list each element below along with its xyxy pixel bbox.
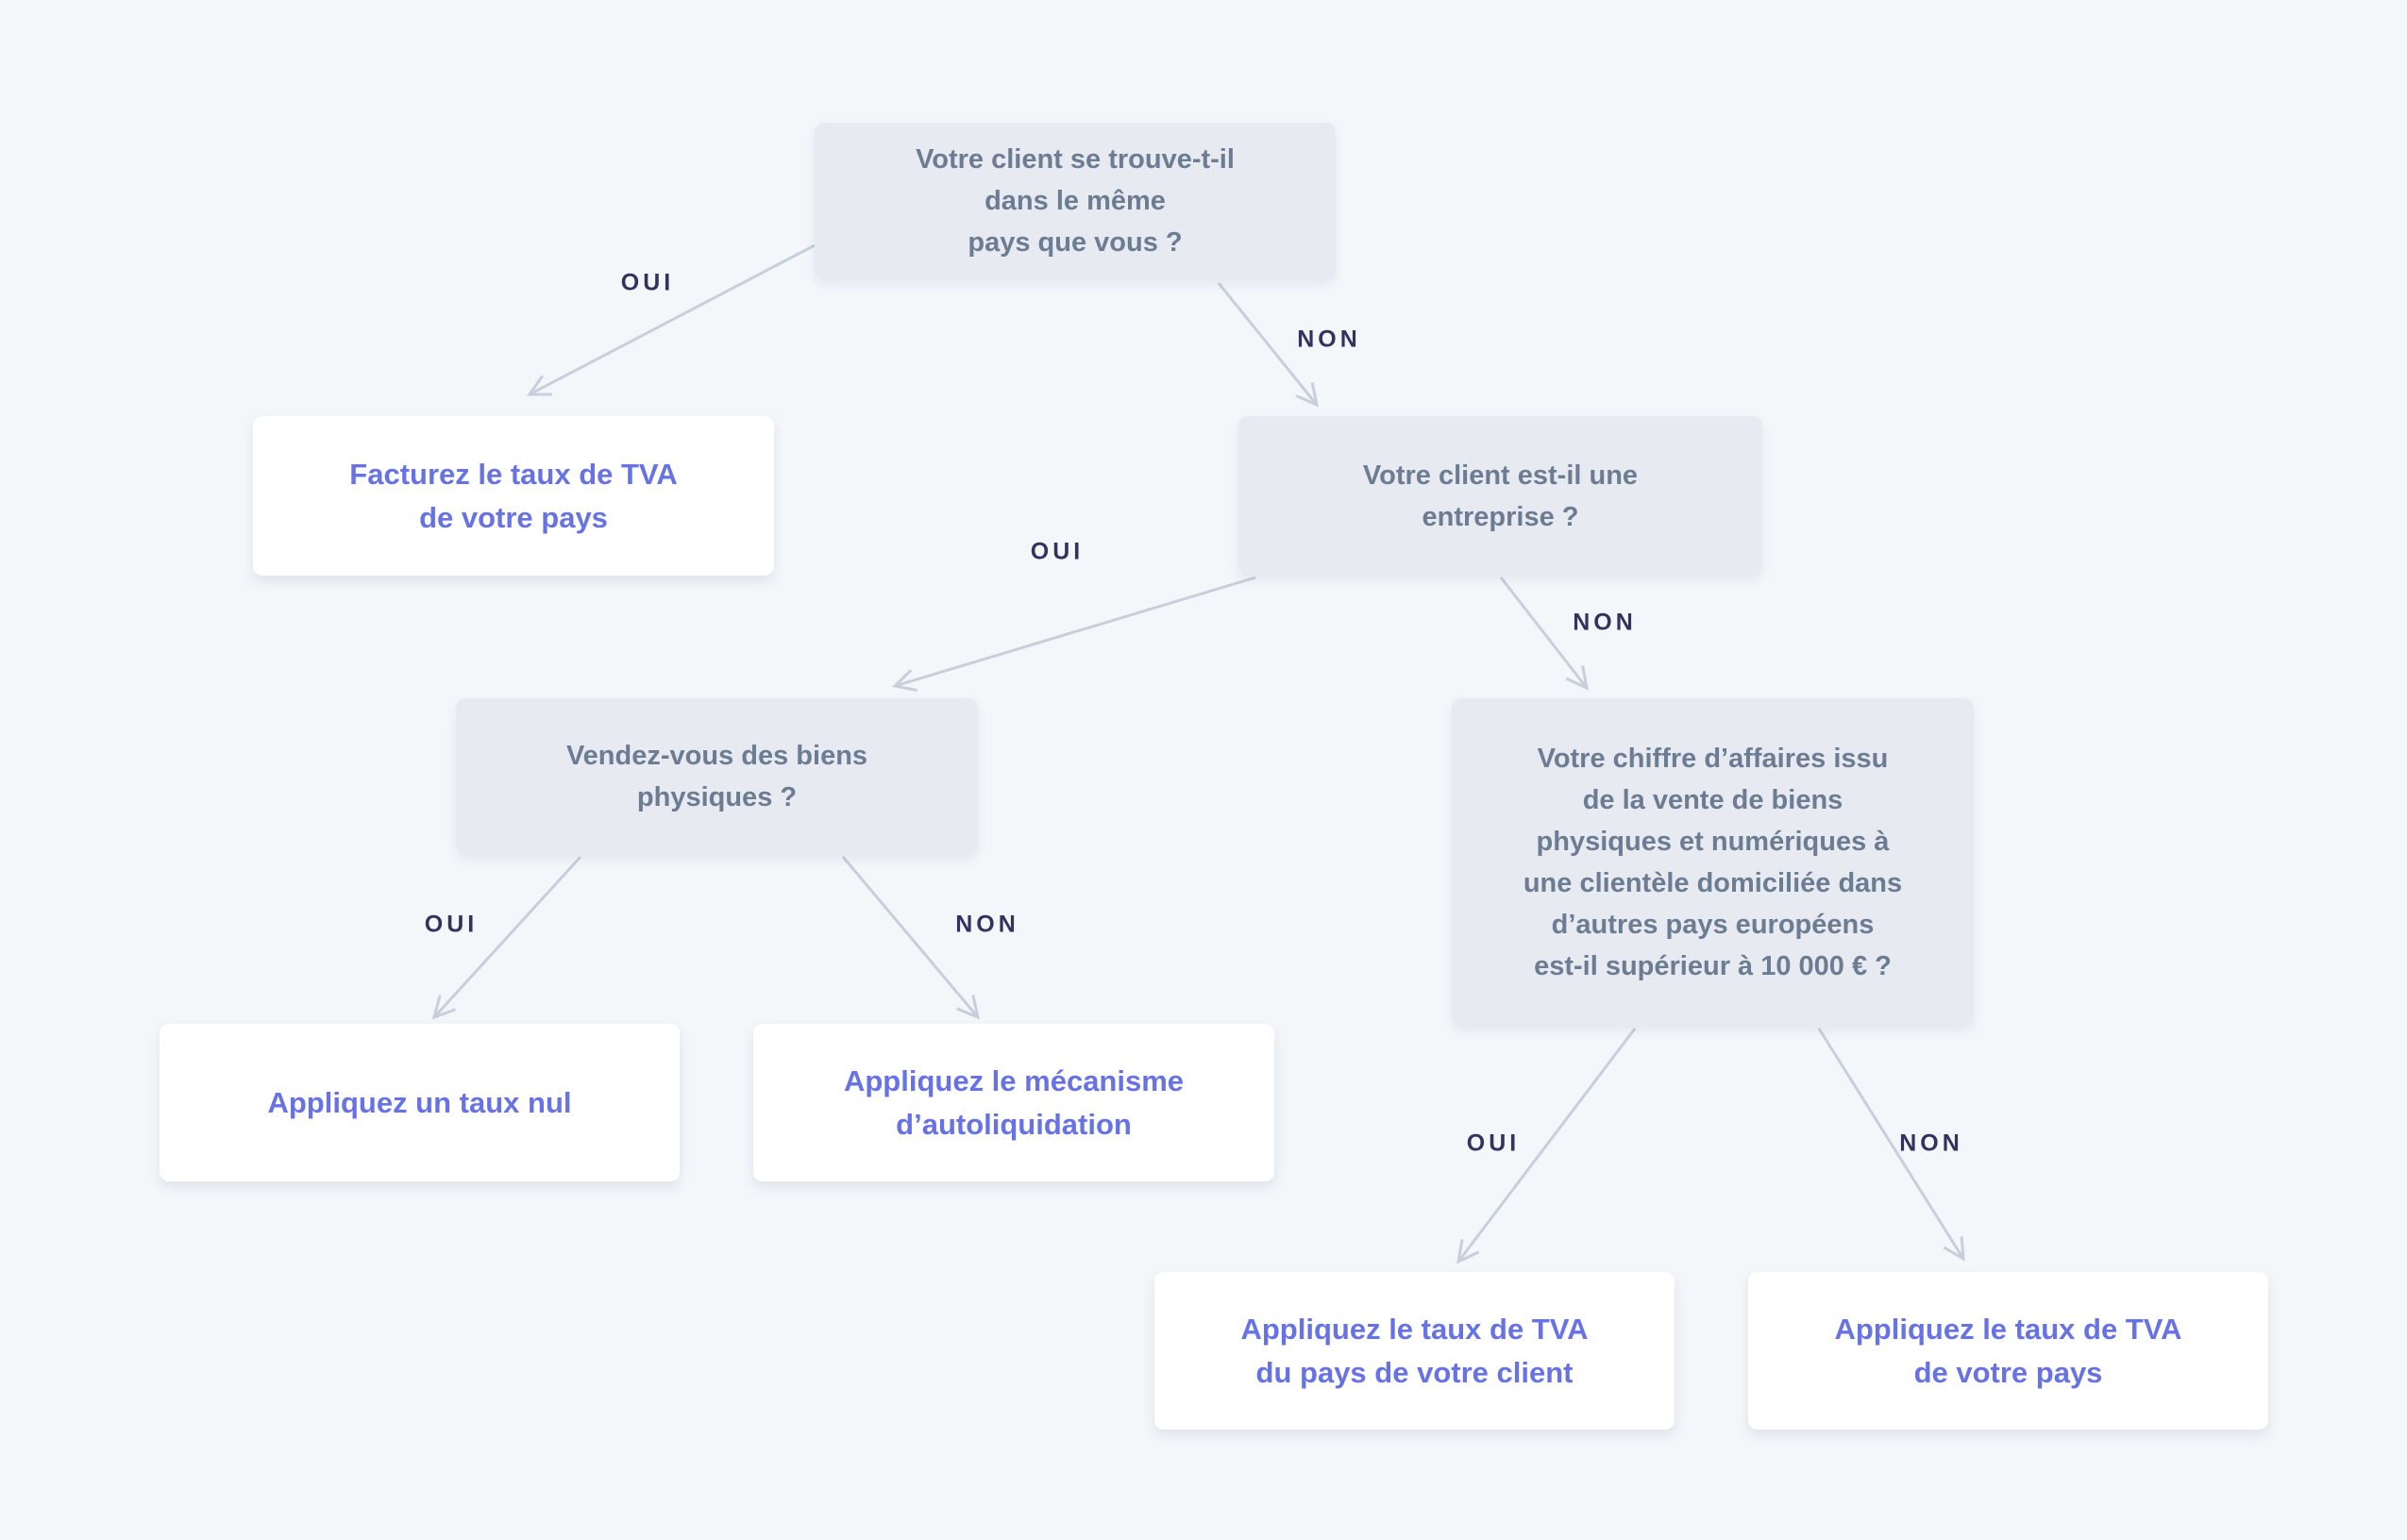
- edge-arrow-non-3: [1499, 577, 1589, 691]
- node-answer-reverse-charge: Appliquez le mécanisme d’autoliquidation: [753, 1024, 1274, 1181]
- node-answer-client-country-rate: Appliquez le taux de TVA du pays de votre…: [1154, 1272, 1675, 1430]
- edge-arrow-non-7: [1817, 1028, 1965, 1262]
- edge-label-oui-0: OUI: [620, 269, 675, 296]
- node-text-line: Appliquez un taux nul: [267, 1085, 572, 1119]
- edge-label-non-7: NON: [1899, 1130, 1963, 1157]
- node-text-line: entreprise ?: [1422, 501, 1579, 532]
- edge-arrow-oui-2: [891, 576, 1256, 692]
- node-text-line: d’autres pays européens: [1551, 910, 1875, 940]
- node-text-line: Votre chiffre d’affaires issu: [1537, 744, 1889, 774]
- edge-arrow-non-5: [841, 856, 981, 1020]
- node-text-line: Appliquez le taux de TVA: [1834, 1312, 2182, 1346]
- arrowhead-icon: [431, 995, 457, 1020]
- node-text-line: de votre pays: [1913, 1355, 2103, 1389]
- arrowhead-icon: [527, 375, 553, 396]
- arrowhead-icon: [1943, 1235, 1965, 1262]
- edge-arrow-oui-4: [431, 855, 582, 1020]
- arrowhead-icon: [956, 995, 981, 1020]
- node-question-same-country: Votre client se trouve-t-il dans le même p…: [815, 123, 1336, 279]
- node-text-line: Votre client est-il une: [1362, 460, 1639, 491]
- node-text-line: une clientèle domiciliée dans: [1523, 868, 1903, 898]
- edge-arrow-oui-0: [527, 243, 816, 396]
- node-text-line: du pays de votre client: [1255, 1355, 1574, 1389]
- node-text-line: Facturez le taux de TVA: [349, 457, 678, 491]
- node-question-client-is-business: Votre client est-il une entreprise ?: [1238, 416, 1762, 576]
- node-answer-your-country-rate: Appliquez le taux de TVA de votre pays: [1748, 1272, 2268, 1430]
- edge-label-non-1: NON: [1297, 326, 1361, 353]
- node-text-line: physiques ?: [636, 782, 798, 812]
- node-text-line: dans le même: [985, 186, 1166, 216]
- node-text-line: Votre client se trouve-t-il: [916, 144, 1235, 175]
- node-answer-invoice-your-country-rate: Facturez le taux de TVA de votre pays: [253, 416, 774, 576]
- node-answer-zero-rate: Appliquez un taux nul: [160, 1024, 680, 1181]
- node-text-line: de votre pays: [419, 500, 608, 534]
- node-text-line: physiques et numériques à: [1536, 827, 1890, 857]
- node-text-line: de la vente de biens: [1582, 785, 1843, 815]
- arrowhead-icon: [891, 669, 917, 692]
- edge-label-oui-2: OUI: [1030, 538, 1085, 565]
- edge-arrow-oui-6: [1456, 1028, 1637, 1264]
- node-text-line: est-il supérieur à 10 000 € ?: [1534, 951, 1892, 981]
- arrowhead-icon: [1565, 665, 1589, 691]
- node-text-line: Appliquez le taux de TVA: [1240, 1312, 1589, 1346]
- edge-label-non-5: NON: [955, 911, 1019, 938]
- node-question-revenue-threshold: Votre chiffre d’affaires issu de la vente…: [1452, 698, 1974, 1027]
- node-text-line: Appliquez le mécanisme: [843, 1063, 1185, 1097]
- node-question-physical-goods: Vendez-vous des biens physiques ?: [456, 698, 978, 855]
- node-text-line: pays que vous ?: [968, 227, 1183, 258]
- edge-label-oui-4: OUI: [424, 911, 479, 938]
- edge-label-oui-6: OUI: [1466, 1130, 1521, 1157]
- edge-label-non-3: NON: [1573, 609, 1637, 636]
- arrowhead-icon: [1295, 382, 1320, 408]
- arrowhead-icon: [1456, 1239, 1480, 1264]
- node-text-line: d’autoliquidation: [896, 1107, 1132, 1141]
- node-text-line: Vendez-vous des biens: [565, 741, 868, 771]
- edge-arrow-non-1: [1217, 282, 1320, 408]
